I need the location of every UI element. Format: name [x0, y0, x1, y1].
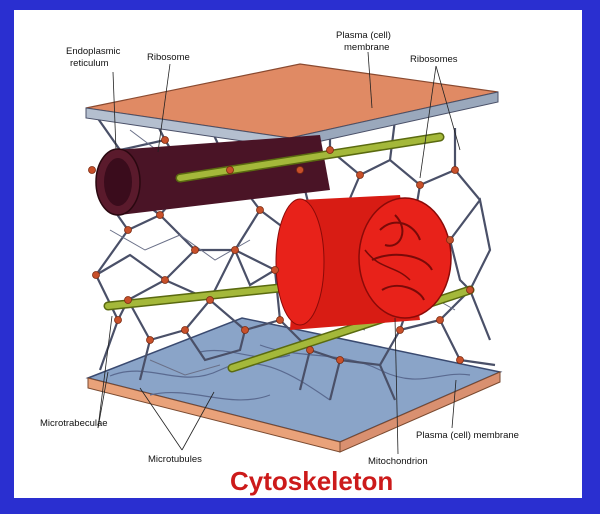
- label-ribosomes: Ribosomes: [410, 54, 458, 65]
- mitochondrion: [275, 195, 452, 330]
- label-microtubules: Microtubules: [148, 454, 202, 465]
- label-microtrabeculae: Microtrabeculae: [40, 418, 108, 429]
- label-endoplasmic-reticulum-2: reticulum: [70, 58, 109, 69]
- label-plasma-membrane-bottom: Plasma (cell) membrane: [416, 430, 519, 441]
- label-plasma-membrane-top-1: Plasma (cell): [336, 30, 391, 41]
- label-ribosome: Ribosome: [147, 52, 190, 63]
- leader-lines: [97, 51, 461, 455]
- label-endoplasmic-reticulum-1: Endoplasmic: [66, 46, 121, 57]
- top-membrane: [85, 63, 499, 149]
- ribosomes: [88, 136, 474, 364]
- label-plasma-membrane-top-2: membrane: [344, 42, 389, 53]
- diagram-title: Cytoskeleton: [230, 466, 393, 496]
- label-mitochondrion: Mitochondrion: [368, 456, 428, 467]
